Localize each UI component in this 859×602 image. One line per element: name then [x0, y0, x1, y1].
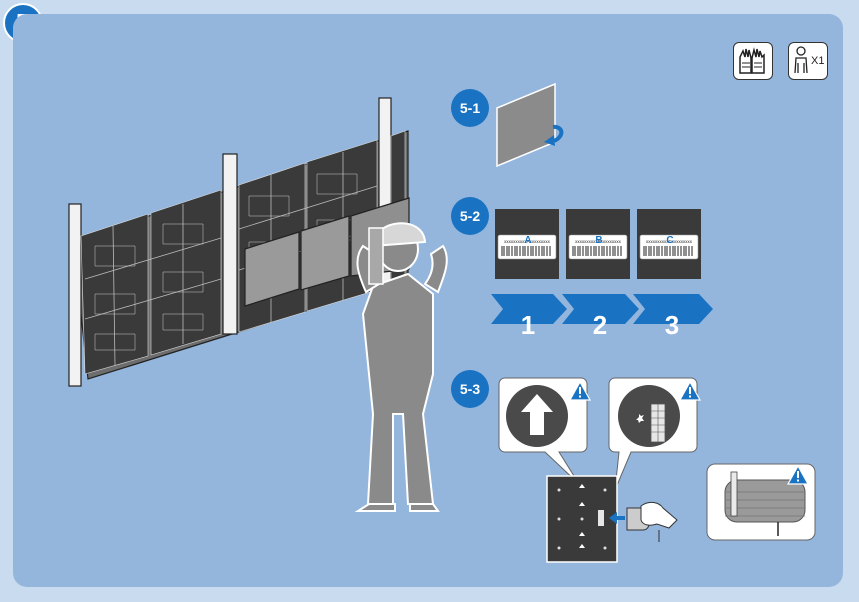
gloves-icon [733, 42, 773, 80]
label-b-letter: B [595, 235, 602, 246]
label-c-code: xxxxxxxxxxCxxxxxxxxx [646, 239, 693, 244]
module-panel-5-1 [496, 82, 564, 168]
sequence-step-1: 1 [520, 310, 536, 340]
substep-5-3-badge: 5-3 [451, 370, 489, 408]
instruction-panel: X1 5-1 5-2 5-3 [13, 14, 843, 587]
label-a-letter: A [524, 235, 531, 246]
substep-5-1-badge: 5-1 [451, 89, 489, 127]
substep-5-2-badge: 5-2 [451, 197, 489, 235]
sequence-arrows [491, 294, 713, 324]
wall-frame [68, 97, 410, 387]
led-module-back [546, 475, 618, 563]
callout-pin [608, 377, 698, 491]
sequence-step-2: 2 [592, 310, 608, 340]
hand-pointer [609, 501, 678, 542]
sequence-step-3: 3 [664, 310, 680, 340]
label-cards: xxxxxxxxxxAxxxxxxxxx xxxxxxxxxxBxxxxxxxx… [495, 209, 701, 279]
worker-figure [354, 222, 448, 512]
caution-icons [568, 380, 810, 485]
person-count-label: X1 [811, 55, 825, 67]
callout-arrow-up [498, 377, 588, 485]
label-b-code: xxxxxxxxxxBxxxxxxxxx [575, 239, 622, 244]
label-c-letter: C [666, 235, 673, 246]
label-a-code: xxxxxxxxxxAxxxxxxxxx [504, 239, 551, 244]
one-person-icon: X1 [788, 42, 828, 80]
illustration-layer: xxxxxxxxxxAxxxxxxxxx xxxxxxxxxxBxxxxxxxx… [68, 82, 816, 563]
